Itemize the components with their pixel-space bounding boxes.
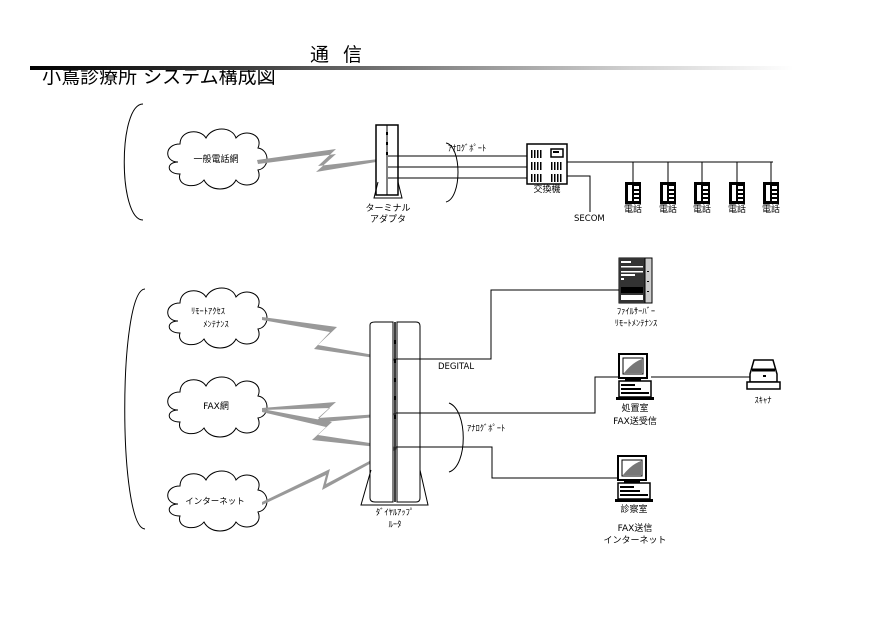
cloud-label-remote-2: ﾒﾝﾃﾅﾝｽ	[203, 320, 229, 330]
analog-port-label-top: ｱﾅﾛｸﾞﾎﾟｰﾄ	[448, 144, 487, 154]
terminal-adapter-icon	[373, 124, 403, 199]
title-underline	[30, 66, 860, 70]
pc-treatment-room-icon	[615, 353, 655, 401]
pc-treatment-label-2: FAX送受信	[613, 417, 657, 427]
phone-icon-3	[694, 182, 710, 204]
router-label-2: ﾙｰﾀ	[388, 520, 402, 530]
digital-label: DEGITAL	[438, 362, 475, 372]
analog-port-brace-bottom	[448, 402, 464, 473]
analog-line-treatment	[396, 376, 619, 414]
terminal-adapter-label-1: ターミナル	[365, 204, 411, 214]
analog-port-brace-top	[445, 142, 459, 203]
phone-icon-4	[729, 182, 745, 204]
bottom-group-bracket	[124, 288, 146, 530]
dialup-router-icon	[360, 321, 429, 506]
file-server-label-1: ﾌｧｲﾙｻｰﾊﾞｰ	[616, 307, 656, 317]
secom-line	[567, 175, 591, 212]
pc-treatment-label-1: 処置室	[621, 404, 649, 414]
page-title: 小嶌診療所 システム構成図 通信	[30, 40, 362, 111]
title-text: 小嶌診療所 システム構成図	[42, 66, 276, 88]
pc-exam-room-icon	[614, 455, 654, 503]
phone-icon-5	[763, 182, 779, 204]
cloud-label-internet: インターネット	[185, 497, 245, 507]
terminal-adapter-label-2: アダプタ	[369, 215, 406, 225]
phone-label-4: 電話	[727, 205, 746, 215]
wireless-link-fax-1	[262, 402, 396, 423]
pc-exam-label-3: インターネット	[603, 536, 667, 546]
file-server-icon	[618, 257, 653, 304]
cloud-remote-access	[167, 287, 268, 349]
pc-exam-label-1: 診察室	[620, 505, 648, 515]
wireless-link-top	[257, 149, 388, 172]
analog-port-label-bottom: ｱﾅﾛｸﾞﾎﾟｰﾄ	[467, 424, 506, 434]
analog-line-exam	[396, 446, 618, 479]
phone-label-1: 電話	[623, 205, 642, 215]
phone-label-3: 電話	[692, 205, 711, 215]
pbx-icon	[526, 143, 568, 185]
pc-exam-label-2: FAX送信	[617, 524, 653, 534]
cloud-label-remote-1: ﾘﾓｰﾄｱｸｾｽ	[190, 307, 225, 317]
top-group-bracket	[123, 103, 144, 221]
title-subtitle: 通信	[310, 44, 377, 66]
phone-label-5: 電話	[761, 205, 780, 215]
pbx-label: 交換機	[533, 185, 561, 195]
scanner-label: ｽｷｬﾅ	[754, 396, 772, 406]
file-server-label-2: ﾘﾓｰﾄﾒﾝﾃﾅﾝｽ	[614, 319, 658, 329]
cloud-label-fax: FAX網	[203, 402, 229, 412]
scanner-icon	[746, 359, 781, 390]
phone-label-2: 電話	[658, 205, 677, 215]
digital-line	[396, 289, 620, 360]
phone-icon-2	[660, 182, 676, 204]
cloud-label-public-phone: 一般電話網	[193, 155, 239, 165]
phone-icon-1	[625, 182, 641, 204]
router-label-1: ﾀﾞｲﾔﾙｱｯﾌﾟ	[375, 508, 415, 518]
secom-label: SECOM	[574, 214, 605, 224]
wireless-link-fax-2	[262, 409, 396, 449]
